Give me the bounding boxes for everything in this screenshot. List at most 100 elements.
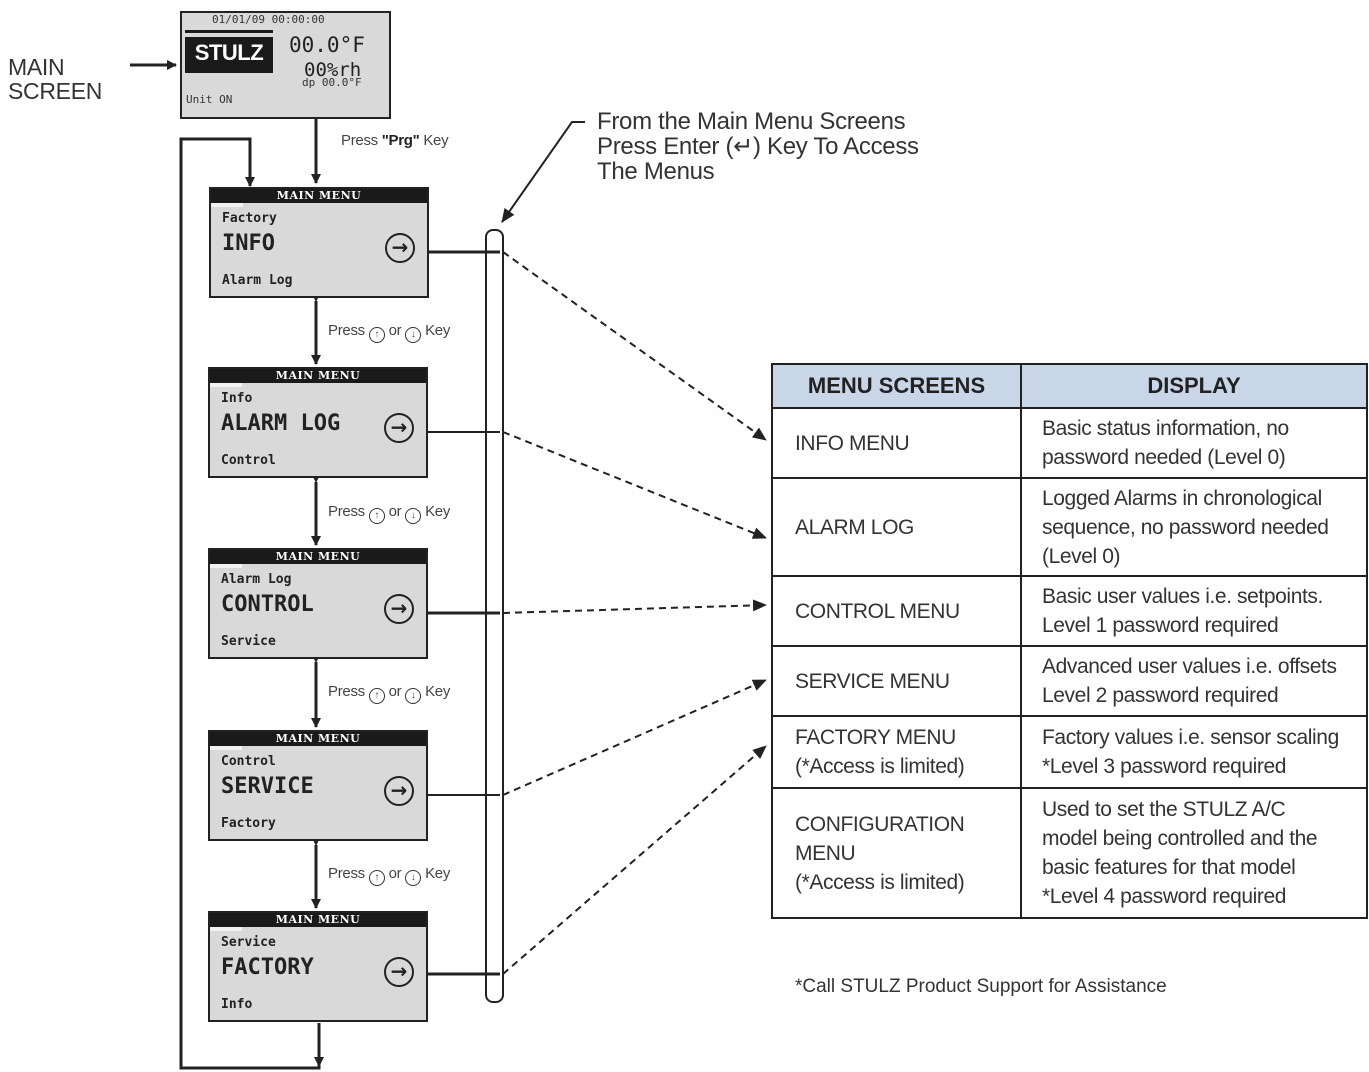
table-row: CONTROL MENU Basic user values i.e. setp… <box>771 575 1368 647</box>
menu-cell-line: (*Access is limited) <box>795 870 965 894</box>
prev-item: Service <box>221 935 276 950</box>
main-screen-label-line: SCREEN <box>8 78 103 104</box>
table-header-row: MENU SCREENS DISPLAY <box>771 363 1368 409</box>
next-item: Info <box>221 997 253 1012</box>
nav-hint: Press ↑ or ↓ Key <box>328 322 450 343</box>
up-arrow-icon: ↑ <box>368 508 385 524</box>
down-arrow-icon: ↓ <box>405 688 422 704</box>
menu-cell: INFO MENU <box>771 407 1022 479</box>
display-line: Used to set the STULZ A/C <box>1042 798 1286 821</box>
display-cell: Basic user values i.e. setpoints. Level 1… <box>1020 575 1368 647</box>
enter-note: From the Main Menu Screens Press Enter (… <box>597 109 919 184</box>
temperature-readout: 00.0°F <box>289 33 365 57</box>
display-line: Basic status information, no <box>1042 417 1289 440</box>
datetime: 01/01/09 00:00:00 <box>212 13 325 26</box>
arrow-right-icon[interactable]: → <box>385 233 415 263</box>
arrow-right-icon[interactable]: → <box>384 957 414 987</box>
menu-cell-line: ALARM LOG <box>795 515 914 539</box>
down-arrow-icon: ↓ <box>405 327 422 343</box>
table-row: ALARM LOG Logged Alarms in chronological… <box>771 477 1368 577</box>
hint-text: Key <box>421 503 451 520</box>
menu-header: MAIN MENU <box>210 732 426 746</box>
stulz-logo: STULZ <box>185 30 273 77</box>
prev-item: Alarm Log <box>221 572 292 587</box>
menu-header: MAIN MENU <box>210 550 426 564</box>
prev-item: Info <box>221 391 253 406</box>
menu-header: MAIN MENU <box>210 369 426 383</box>
menu-cell: CONTROL MENU <box>771 575 1022 647</box>
menu-cell-line: MENU <box>795 841 856 865</box>
display-line: Factory values i.e. sensor scaling <box>1042 726 1339 749</box>
menu-cell-line: INFO MENU <box>795 431 910 455</box>
main-screen-display: 01/01/09 00:00:00 STULZ 00.0°F 00%rh dp … <box>180 11 391 119</box>
unit-status: Unit ON <box>186 93 233 106</box>
down-arrow-icon: ↓ <box>405 870 422 886</box>
nav-hint: Press ↑ or ↓ Key <box>328 683 450 704</box>
display-cell: Used to set the STULZ A/C model being con… <box>1020 787 1368 919</box>
menu-cell: FACTORY MENU (*Access is limited) <box>771 715 1022 789</box>
display-line: *Level 4 password required <box>1042 885 1287 908</box>
prev-item: Factory <box>222 211 277 226</box>
prev-item: Control <box>221 754 276 769</box>
column-header: MENU SCREENS <box>771 363 1022 409</box>
display-cell: Logged Alarms in chronological sequence, … <box>1020 477 1368 577</box>
prg-key: "Prg" <box>381 132 420 149</box>
hint-text: or <box>384 322 406 339</box>
arrow-right-icon[interactable]: → <box>384 776 414 806</box>
menu-screen-alarm-log: MAIN MENU Info ALARM LOG → Control <box>208 367 428 478</box>
menu-title: SERVICE <box>221 774 314 799</box>
up-arrow-icon: ↑ <box>368 688 385 704</box>
note-line: From the Main Menu Screens <box>597 108 906 135</box>
display-line: Level 1 password required <box>1042 614 1279 637</box>
display-line: Basic user values i.e. setpoints. <box>1042 585 1323 608</box>
table-row: SERVICE MENU Advanced user values i.e. o… <box>771 645 1368 717</box>
hint-text: Press <box>328 683 369 700</box>
next-item: Control <box>221 453 276 468</box>
table-row: INFO MENU Basic status information, no pa… <box>771 407 1368 479</box>
hint-text: Press <box>341 132 382 149</box>
note-pointer <box>501 121 585 223</box>
menu-title: FACTORY <box>221 955 314 980</box>
prg-hint: Press "Prg" Key <box>341 132 449 149</box>
main-screen-label: MAIN SCREEN <box>8 55 102 103</box>
display-line: sequence, no password needed <box>1042 515 1329 539</box>
display-cell: Factory values i.e. sensor scaling *Level… <box>1020 715 1368 789</box>
menu-screens-table: MENU SCREENS DISPLAY INFO MENU Basic sta… <box>771 363 1368 919</box>
display-line: model being controlled and the <box>1042 827 1318 850</box>
menu-title: ALARM LOG <box>221 411 341 436</box>
nav-hint: Press ↑ or ↓ Key <box>328 865 450 886</box>
dewpoint-readout: dp 00.0°F <box>302 76 362 89</box>
menu-cell: ALARM LOG <box>771 477 1022 577</box>
arrow-right-icon[interactable]: → <box>384 413 414 443</box>
hint-text: Key <box>421 865 451 882</box>
display-line: Logged Alarms in chronological <box>1042 486 1322 510</box>
hint-text: Press <box>328 322 369 339</box>
menu-cell-line: FACTORY MENU <box>795 726 956 749</box>
note-line: The Menus <box>597 158 715 185</box>
display-line: basic features for that model <box>1042 856 1296 879</box>
main-screen-label-line: MAIN <box>8 54 65 80</box>
display-line: password needed (Level 0) <box>1042 446 1286 469</box>
menu-screen-service: MAIN MENU Control SERVICE → Factory <box>208 730 428 841</box>
menu-screen-factory: MAIN MENU Service FACTORY → Info <box>208 911 428 1022</box>
column-header: DISPLAY <box>1020 363 1368 409</box>
menu-cell: SERVICE MENU <box>771 645 1022 717</box>
display-line: (Level 0) <box>1042 544 1121 568</box>
table-row: FACTORY MENU (*Access is limited) Factory… <box>771 715 1368 789</box>
display-line: *Level 3 password required <box>1042 755 1287 778</box>
nav-hint: Press ↑ or ↓ Key <box>328 503 450 524</box>
next-item: Service <box>221 634 276 649</box>
menu-cell-line: (*Access is limited) <box>795 755 965 778</box>
arrow-right-icon[interactable]: → <box>384 594 414 624</box>
note-line: Press Enter (↵) Key To Access <box>597 133 919 160</box>
hint-text: Key <box>419 132 449 149</box>
hint-text: or <box>384 865 406 882</box>
hint-text: Press <box>328 865 369 882</box>
menu-header: MAIN MENU <box>210 913 426 927</box>
display-line: Level 2 password required <box>1042 684 1279 707</box>
hint-text: or <box>384 683 406 700</box>
